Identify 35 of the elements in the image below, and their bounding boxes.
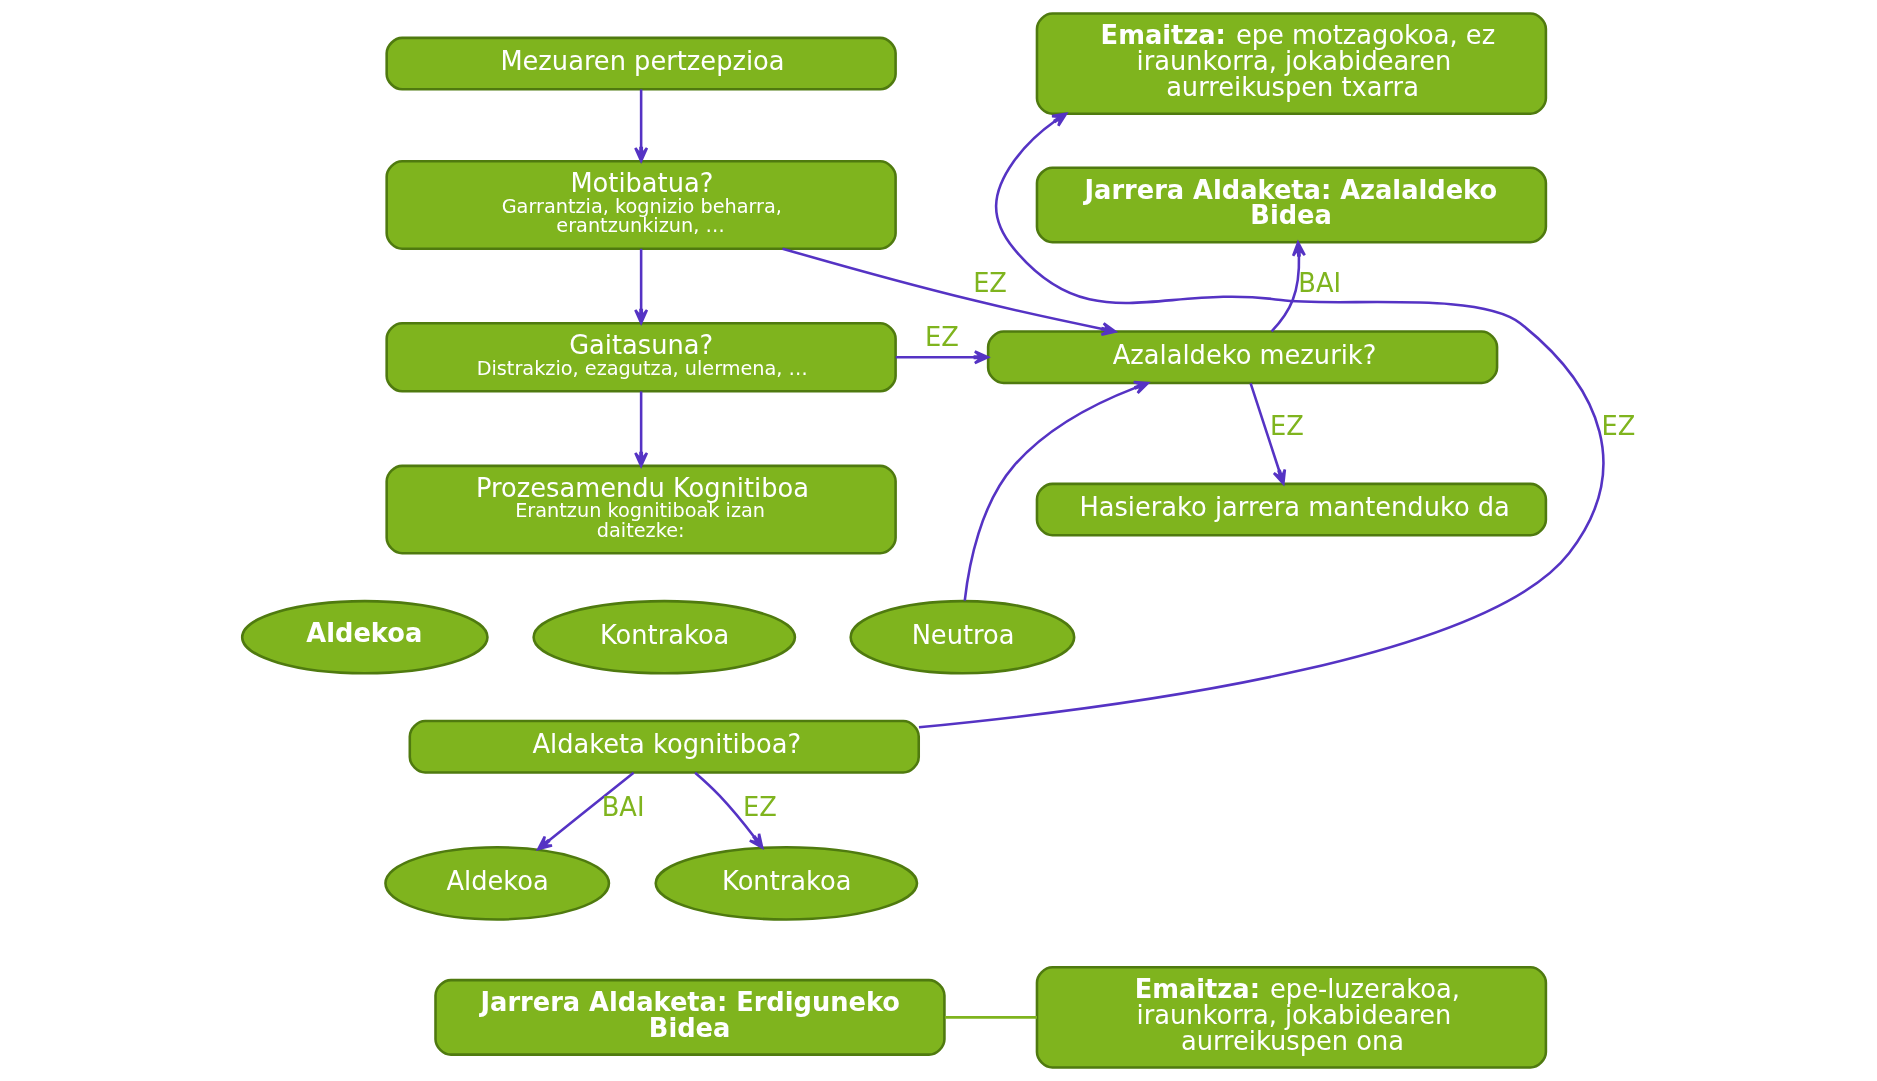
node-box: Jarrera Aldaketa: Azalaldeko Bidea <box>1035 166 1547 244</box>
node-ellipse: Kontrakoa <box>531 599 796 675</box>
arrow <box>536 771 634 851</box>
arrow <box>918 112 1604 729</box>
node-ellipse: Aldekoa <box>240 599 489 675</box>
node-box: Emaitza: epe motzagokoa, ez iraunkorra, jokabidearen aurreikuspen txarra <box>1035 12 1547 115</box>
edge-label: BAI <box>1297 268 1341 299</box>
edge-label: EZ <box>1269 411 1304 442</box>
node-box: Azalaldeko mezurik? <box>986 330 1498 385</box>
node-box: Gaitasuna? Distrakzio, ezagutza, ulermena, … <box>384 321 897 393</box>
node-ellipse: Kontrakoa <box>653 846 918 921</box>
node-box: Jarrera Aldaketa: Erdiguneko Bidea <box>433 978 946 1056</box>
node-ellipse: Aldekoa <box>383 846 610 921</box>
edge-label: BAI <box>601 792 645 823</box>
arrow <box>633 89 648 163</box>
edge-label: EZ <box>972 268 1007 299</box>
arrow <box>895 350 989 365</box>
arrow <box>633 391 648 468</box>
node-box: Motibatua? Garrantzia, kognizio beharra, erantzunkizun, … <box>384 160 897 250</box>
node-box: Mezuaren pertzepzioa <box>384 36 897 91</box>
arrow <box>781 247 1116 336</box>
node-box: Aldaketa kognitiboa? <box>408 719 920 774</box>
node-ellipse: Neutroa <box>848 599 1075 675</box>
arrow <box>693 771 763 849</box>
connector <box>944 1016 1037 1019</box>
node-box: Emaitza: epe-luzerakoa, iraunkorra, jokabidearen aurreikuspen ona <box>1035 966 1547 1069</box>
node-box: Hasierako jarrera mantenduko da <box>1035 482 1547 537</box>
node-box: Prozesamendu Kognitiboa Erantzun kognitiboak izan daitezke: <box>384 464 897 555</box>
arrow <box>1270 241 1306 333</box>
arrow <box>962 380 1149 601</box>
edge-label: EZ <box>742 792 777 823</box>
arrow <box>633 248 648 325</box>
edge-label: EZ <box>1601 411 1635 442</box>
arrow <box>1248 382 1286 485</box>
edge-label: EZ <box>924 321 959 352</box>
